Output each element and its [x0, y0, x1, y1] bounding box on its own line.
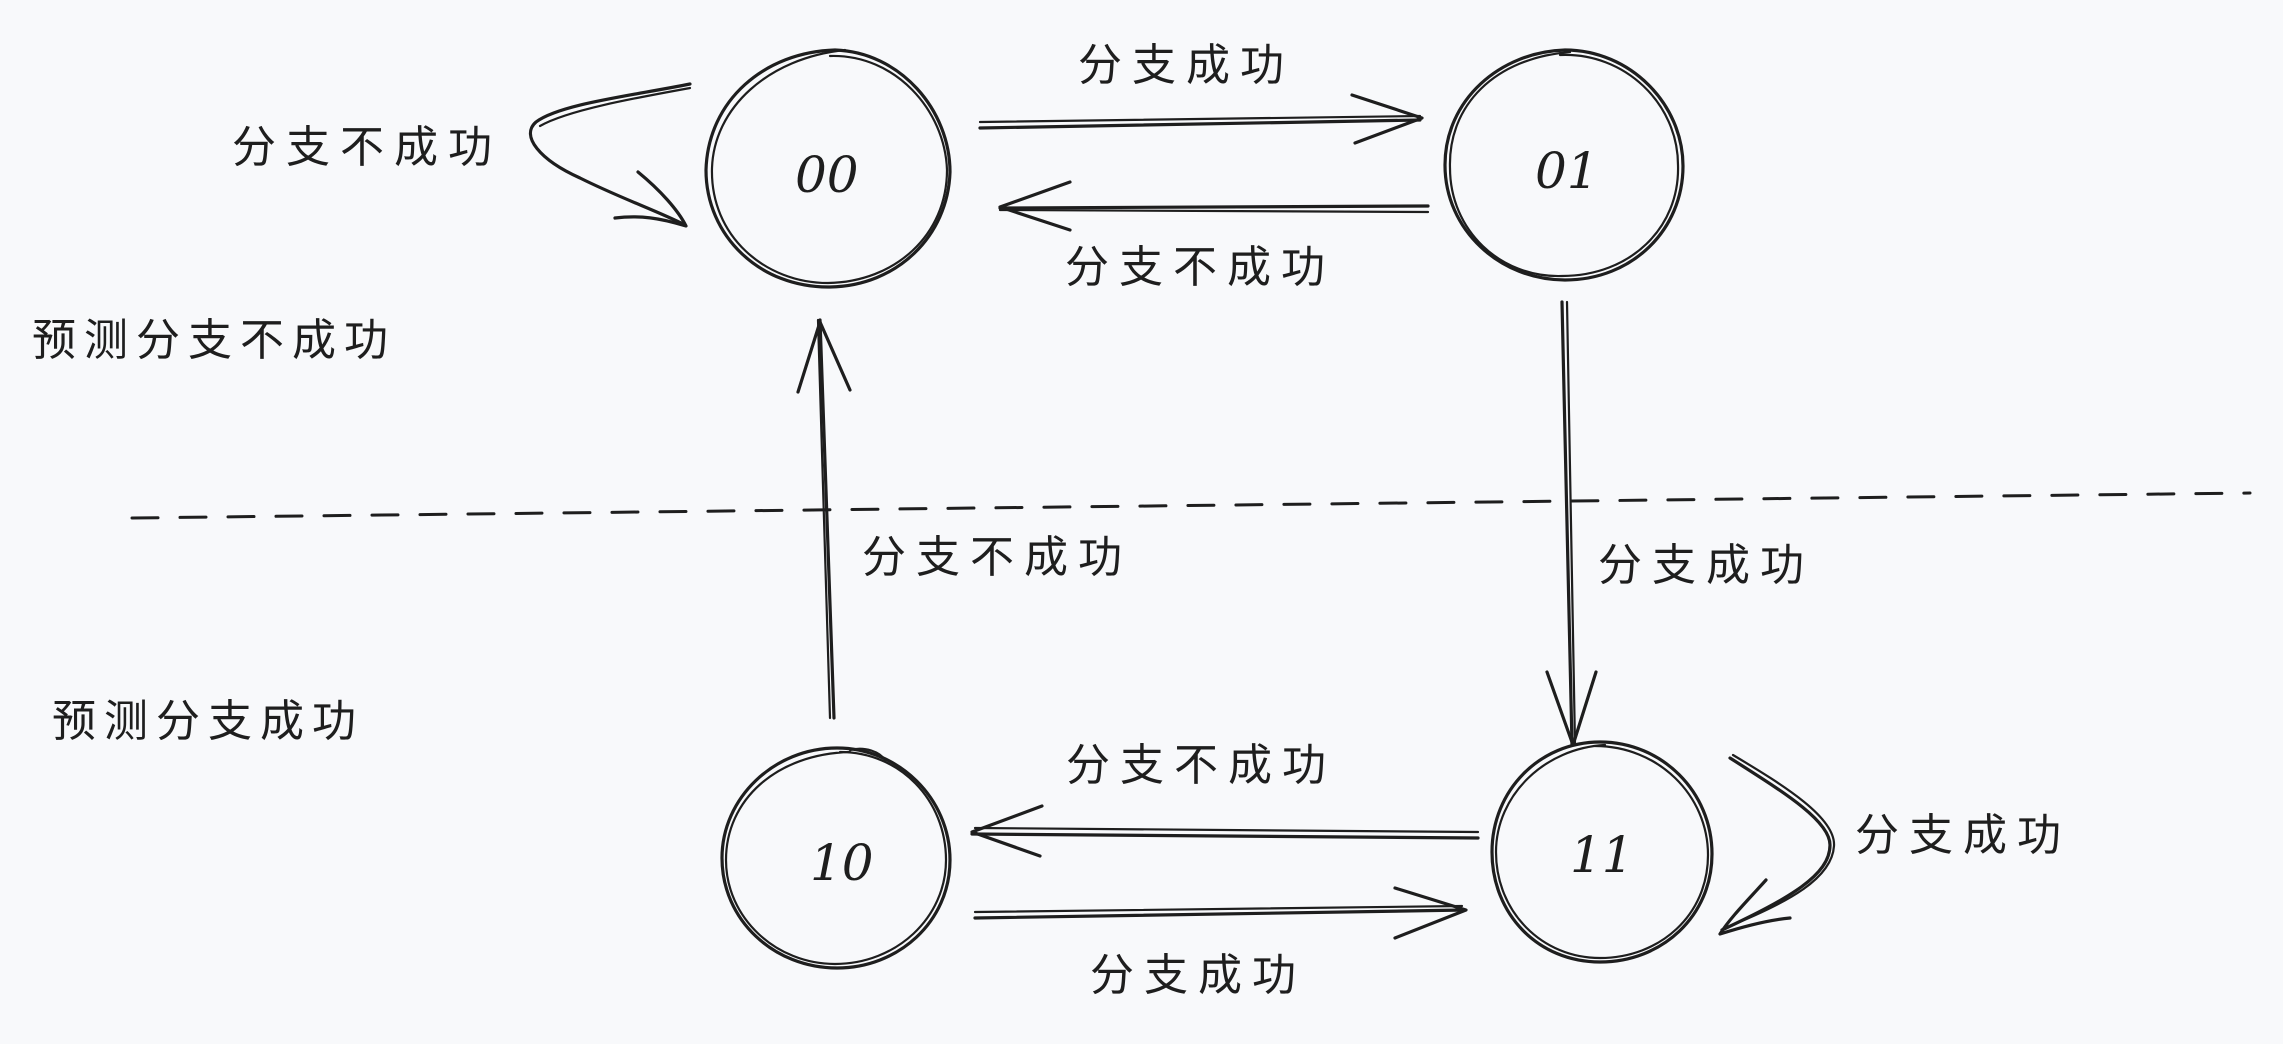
state-label-01: 01 — [1535, 142, 1599, 200]
state-label-00: 00 — [795, 146, 859, 204]
region-label-taken: 预测分支成功 — [52, 696, 364, 747]
state-node-01: 01 — [1443, 48, 1685, 282]
edge-01-to-00: 分支不成功 — [998, 180, 1430, 293]
edge-label-11-self: 分支成功 — [1855, 810, 2071, 861]
state-label-10: 10 — [810, 834, 874, 892]
region-divider — [130, 491, 2252, 520]
edge-10-to-11: 分支成功 — [973, 886, 1468, 1001]
edge-00-self-loop: 分支不成功 — [232, 82, 692, 228]
state-node-10: 10 — [720, 746, 952, 970]
edge-11-self-loop: 分支成功 — [1718, 753, 2071, 936]
edge-label-00-self: 分支不成功 — [232, 122, 502, 173]
edge-10-to-00: 分支不成功 — [796, 318, 1132, 720]
edge-label-00-to-01: 分支成功 — [1078, 40, 1294, 91]
edge-label-01-to-00: 分支不成功 — [1065, 242, 1335, 293]
edge-label-11-to-10: 分支不成功 — [1066, 740, 1336, 791]
edge-label-01-to-11: 分支成功 — [1598, 540, 1814, 591]
edge-label-10-to-00: 分支不成功 — [862, 532, 1132, 583]
state-node-00: 00 — [704, 48, 952, 289]
region-label-not-taken: 预测分支不成功 — [32, 315, 396, 366]
edge-01-to-11: 分支成功 — [1545, 300, 1814, 747]
state-label-11: 11 — [1570, 826, 1634, 884]
edge-label-10-to-11: 分支成功 — [1090, 950, 1306, 1001]
edge-00-to-01: 分支成功 — [978, 40, 1424, 145]
state-node-11: 11 — [1490, 740, 1714, 964]
edge-11-to-10: 分支不成功 — [970, 740, 1480, 858]
